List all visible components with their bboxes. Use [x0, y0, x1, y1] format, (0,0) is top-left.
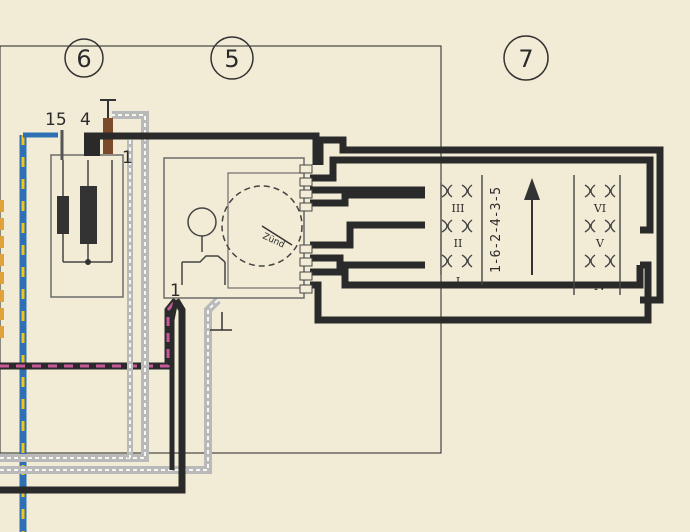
switch-terminal-1-label: 1	[170, 281, 181, 301]
cylinder-left-3: I	[456, 275, 460, 288]
callout-7: 7	[503, 35, 549, 81]
callout-7-label: 7	[518, 45, 533, 73]
cylinder-left-2: II	[454, 237, 463, 250]
cylinder-right-3: IV	[594, 280, 607, 293]
contact-breaker-icon	[181, 255, 226, 285]
cylinder-right-2: V	[595, 237, 605, 250]
coil-terminals	[60, 99, 116, 160]
spark-plugs	[440, 175, 621, 295]
callout-6-label: 6	[76, 45, 91, 73]
wire-grey-group	[0, 111, 221, 474]
ignition-coil	[50, 154, 124, 298]
terminal-15-label: 15	[45, 110, 67, 130]
ground-icon	[210, 312, 232, 331]
selection-rectangle	[0, 45, 442, 454]
wire-black-lower	[0, 298, 186, 494]
distributor: Zünd 1	[163, 157, 313, 331]
wire-pink-black	[0, 297, 179, 370]
terminal-4-label: 4	[80, 110, 91, 130]
callout-5-label: 5	[224, 45, 239, 73]
cylinder-left-1: III	[451, 202, 464, 215]
terminal-1-label: 1	[122, 148, 133, 168]
wire-black-main	[84, 132, 664, 324]
wire-blue-yellow-vertical	[19, 132, 58, 532]
cylinder-right-1: VI	[593, 202, 606, 215]
distributor-label: Zünd	[261, 232, 286, 251]
firing-order-label: 1-6-2-4-3-5	[489, 187, 504, 273]
distributor-outlets	[299, 164, 313, 294]
direction-arrow-icon	[524, 178, 540, 275]
distributor-rotor-icon	[261, 225, 293, 246]
callout-6: 6	[64, 38, 104, 78]
wire-black-lower-2	[169, 299, 179, 470]
condenser-icon	[187, 207, 217, 237]
callout-5: 5	[210, 36, 254, 80]
